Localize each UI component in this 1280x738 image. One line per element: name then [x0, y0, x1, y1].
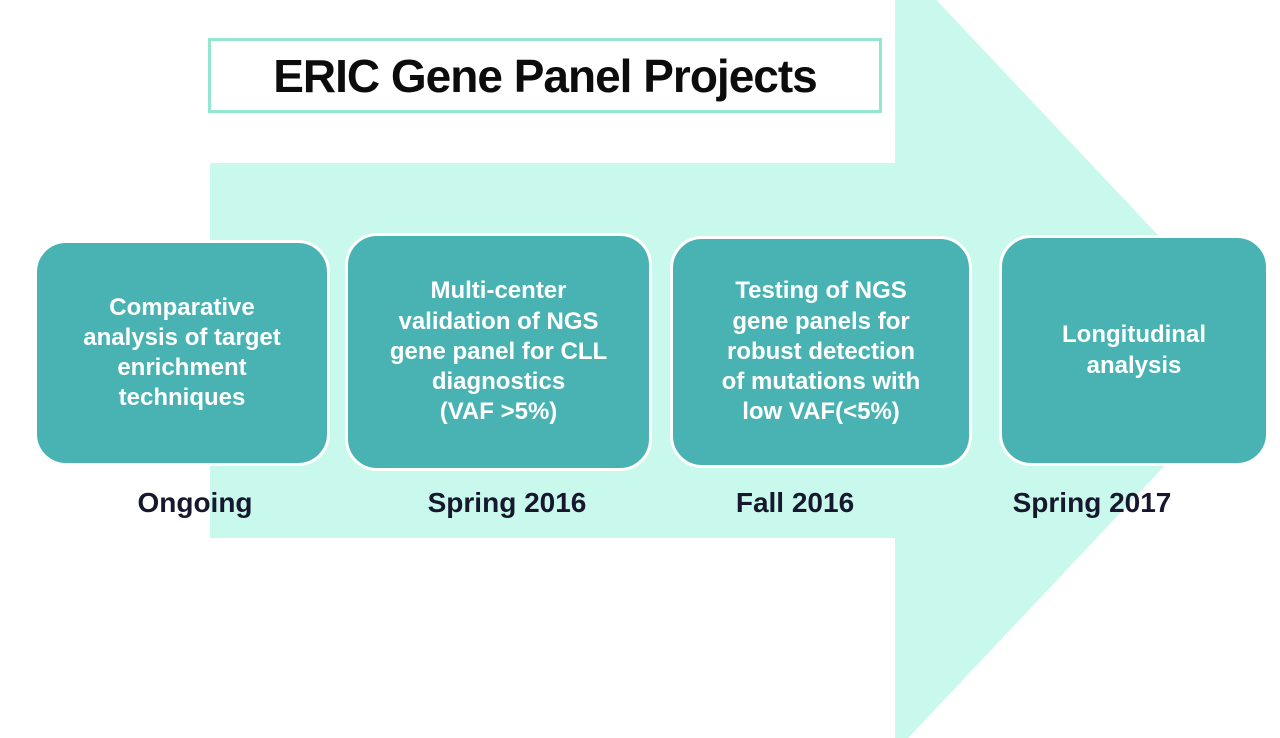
project-box-longitudinal-analysis: Longitudinal analysis — [999, 235, 1269, 466]
project-box-label: Comparative analysis of target enrichmen… — [83, 293, 281, 412]
date-label-spring-2016: Spring 2016 — [427, 487, 587, 518]
project-box-label: Multi-center validation of NGS gene pane… — [389, 277, 608, 426]
title-box: ERIC Gene Panel Projects — [208, 38, 882, 113]
project-box-comparative-analysis: Comparative analysis of target enrichmen… — [34, 240, 330, 466]
date-label-fall-2016: Fall 2016 — [735, 487, 855, 518]
figure-title: ERIC Gene Panel Projects — [273, 49, 818, 102]
date-label-spring-2017: Spring 2017 — [1012, 487, 1172, 518]
project-box-label: Longitudinal analysis — [1062, 321, 1206, 379]
project-box-multicenter-validation: Multi-center validation of NGS gene pane… — [345, 233, 652, 471]
date-label-ongoing: Ongoing — [137, 487, 253, 518]
project-box-label: Testing of NGS gene panels for robust de… — [721, 277, 921, 426]
project-box-ngs-testing: Testing of NGS gene panels for robust de… — [670, 236, 972, 468]
